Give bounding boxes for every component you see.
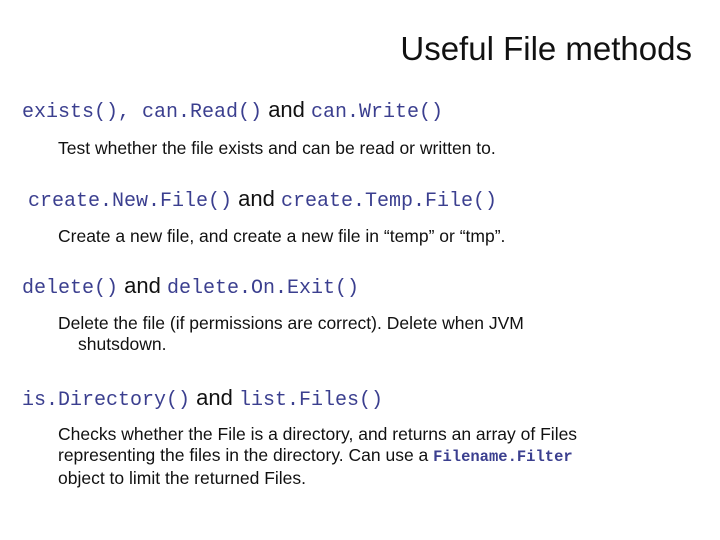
description-isdirectory-line1: Checks whether the File is a directory, … bbox=[58, 424, 578, 444]
description-delete-line1: Delete the file (if permissions are corr… bbox=[58, 313, 524, 333]
method-createnewfile: create.New.File() bbox=[28, 190, 233, 213]
separator-and: and bbox=[238, 186, 275, 211]
separator-and: and bbox=[268, 97, 305, 122]
description-createnewfile: Create a new file, and create a new file… bbox=[58, 226, 506, 246]
description-delete: Delete the file (if permissions are corr… bbox=[58, 313, 698, 355]
description-isdirectory-line3: object to limit the returned Files. bbox=[58, 468, 307, 488]
method-delete: delete() bbox=[22, 277, 119, 300]
separator-and: and bbox=[124, 273, 161, 298]
method-canwrite: can.Write() bbox=[311, 101, 444, 124]
description-isdirectory-line2-text: representing the files in the directory.… bbox=[58, 445, 429, 465]
separator-comma: , bbox=[118, 101, 143, 124]
separator-and: and bbox=[196, 385, 233, 410]
description-delete-line2: shutsdown. bbox=[78, 334, 167, 354]
method-deleteonexit: delete.On.Exit() bbox=[166, 277, 360, 300]
method-isdirectory: is.Directory() bbox=[22, 389, 191, 412]
description-exists: Test whether the file exists and can be … bbox=[58, 138, 496, 158]
method-canread: can.Read() bbox=[142, 101, 263, 124]
slide-title: Useful File methods bbox=[400, 30, 692, 67]
inline-code-filenamefilter: Filename.Filter bbox=[433, 448, 573, 466]
method-exists: exists() bbox=[22, 101, 119, 124]
description-isdirectory-line2: representing the files in the directory.… bbox=[58, 445, 698, 468]
method-createtempfile: create.Temp.File() bbox=[281, 190, 498, 213]
description-isdirectory: Checks whether the File is a directory, … bbox=[58, 424, 698, 489]
method-listfiles: list.Files() bbox=[239, 389, 384, 412]
